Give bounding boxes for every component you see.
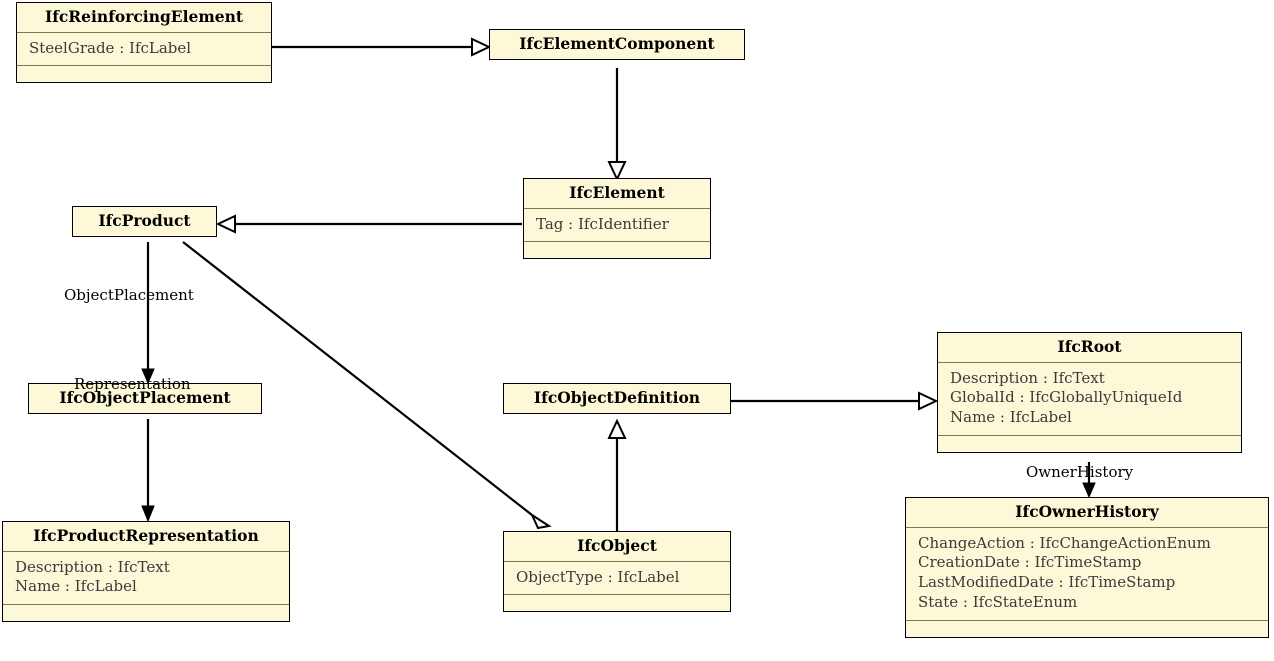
class-box-ifcelementcomponent[interactable]: IfcElementComponent — [489, 29, 745, 60]
class-operations-ifcreinforcingelement — [17, 65, 271, 82]
class-attributes-ifcelement: Tag : IfcIdentifier — [524, 207, 710, 242]
attribute-row: State : IfcStateEnum — [918, 593, 1078, 612]
class-operations-ifcownerhistory — [906, 620, 1268, 637]
edge-ifcobjectdefinition-to-ifcroot — [731, 391, 939, 411]
attribute-row: LastModifiedDate : IfcTimeStamp — [918, 573, 1176, 592]
attribute-row: Description : IfcText — [950, 368, 1105, 387]
edge-ifcelementcomponent-to-ifcelement — [607, 68, 627, 182]
class-name-ifcroot: IfcRoot — [1057, 337, 1122, 356]
class-operations-ifcobject — [504, 594, 730, 611]
class-box-ifcproductrepresentation[interactable]: IfcProductRepresentation Description : I… — [2, 521, 290, 623]
class-box-ifcobject[interactable]: IfcObject ObjectType : IfcLabel — [503, 531, 731, 613]
attribute-row: Name : IfcLabel — [15, 577, 137, 596]
edge-ifcreinforcingelement-to-ifcelementcomponent — [272, 37, 492, 57]
class-attributes-ifcroot: Description : IfcText GlobalId : IfcGlob… — [938, 361, 1241, 436]
attribute-row: SteelGrade : IfcLabel — [29, 38, 192, 57]
class-name-ifcobjectdefinition: IfcObjectDefinition — [533, 388, 701, 407]
attribute-row: GlobalId : IfcGloballyUniqueId — [950, 388, 1183, 407]
class-attributes-ifcreinforcingelement: SteelGrade : IfcLabel — [17, 31, 271, 66]
class-operations-ifcproductrepresentation — [3, 604, 289, 621]
edge-ifcproduct-to-ifcobjectplacement — [141, 242, 155, 385]
class-box-ifcreinforcingelement[interactable]: IfcReinforcingElement SteelGrade : IfcLa… — [16, 2, 272, 84]
class-name-ifcreinforcingelement: IfcReinforcingElement — [44, 7, 244, 26]
class-operations-ifcelement — [524, 241, 710, 258]
edge-label-object-placement: ObjectPlacement — [64, 286, 194, 304]
class-box-ifcroot[interactable]: IfcRoot Description : IfcText GlobalId :… — [937, 332, 1242, 454]
class-box-ifcelement[interactable]: IfcElement Tag : IfcIdentifier — [523, 178, 711, 260]
attribute-row: ChangeAction : IfcChangeActionEnum — [918, 533, 1211, 552]
class-name-ifcownerhistory: IfcOwnerHistory — [1015, 502, 1159, 521]
edge-ifcobject-to-ifcobjectdefinition — [607, 418, 627, 531]
attribute-row: CreationDate : IfcTimeStamp — [918, 553, 1142, 572]
edge-ifcobjectplacement-to-ifcproductrepresentation — [141, 419, 155, 523]
class-attributes-ifcownerhistory: ChangeAction : IfcChangeActionEnum Creat… — [906, 526, 1268, 621]
edge-ifcelement-to-ifcproduct — [215, 214, 522, 234]
attribute-row: Name : IfcLabel — [950, 408, 1072, 427]
class-attributes-ifcproductrepresentation: Description : IfcText Name : IfcLabel — [3, 550, 289, 605]
attribute-row: Tag : IfcIdentifier — [536, 214, 669, 233]
class-name-ifcproductrepresentation: IfcProductRepresentation — [33, 526, 259, 545]
class-name-ifcelement: IfcElement — [569, 183, 665, 202]
class-box-ifcobjectdefinition[interactable]: IfcObjectDefinition — [503, 383, 731, 414]
class-name-ifcobject: IfcObject — [577, 536, 657, 555]
attribute-row: ObjectType : IfcLabel — [516, 567, 680, 586]
class-attributes-ifcobject: ObjectType : IfcLabel — [504, 560, 730, 595]
edge-label-representation: Representation — [74, 375, 191, 393]
class-box-ifcobjectplacement[interactable]: IfcObjectPlacement — [28, 383, 262, 414]
class-box-ifcproduct[interactable]: IfcProduct — [72, 206, 217, 237]
edge-label-owner-history: OwnerHistory — [1026, 463, 1134, 481]
class-box-ifcownerhistory[interactable]: IfcOwnerHistory ChangeAction : IfcChange… — [905, 497, 1269, 639]
class-name-ifcproduct: IfcProduct — [98, 211, 191, 230]
attribute-row: Description : IfcText — [15, 557, 170, 576]
class-operations-ifcroot — [938, 435, 1241, 452]
class-name-ifcelementcomponent: IfcElementComponent — [519, 34, 715, 53]
class-name-ifcobjectplacement: IfcObjectPlacement — [59, 388, 231, 407]
